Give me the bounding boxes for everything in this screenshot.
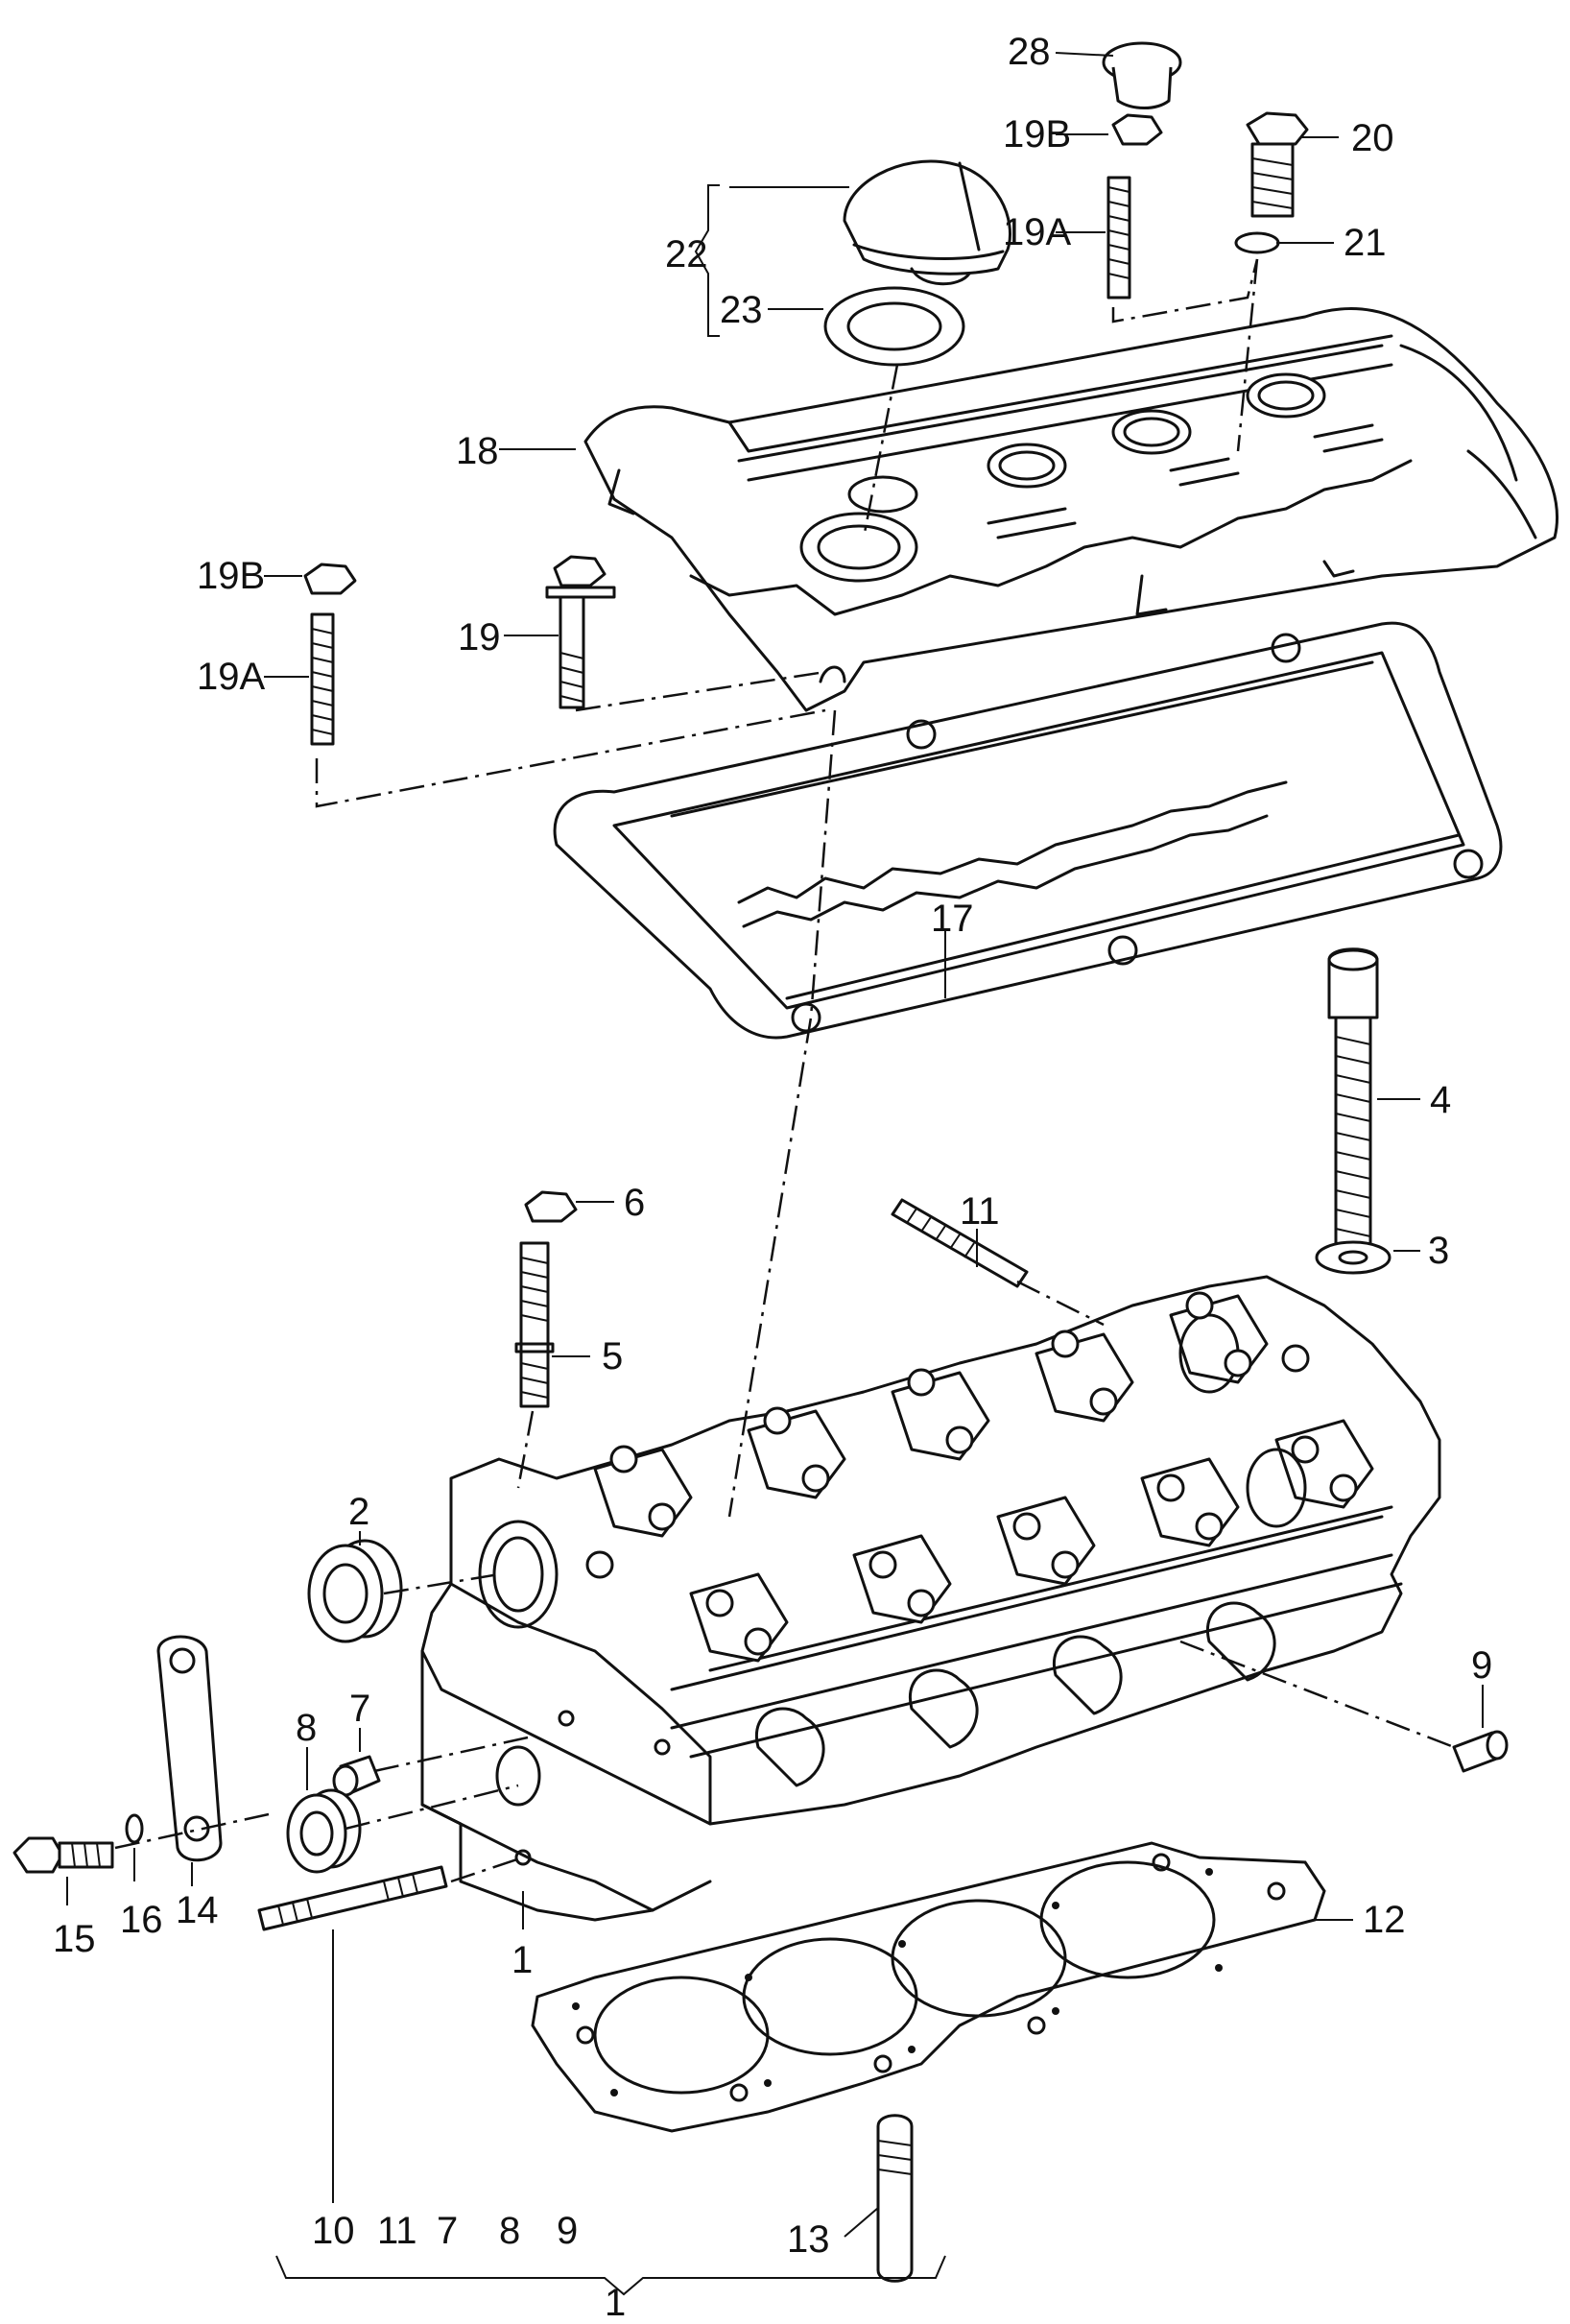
label-12: 12: [1363, 1899, 1406, 1941]
label-9: 9: [1471, 1644, 1492, 1687]
cylinder-head-cover: [583, 307, 1558, 712]
nut-19b-top: [1111, 113, 1163, 146]
cylinder-head: [420, 1275, 1441, 1922]
label-20: 20: [1351, 117, 1394, 159]
seal-8: [286, 1788, 362, 1874]
label-9-group: 9: [557, 2210, 578, 2252]
cover-gasket: [553, 621, 1503, 1040]
plug-7: [332, 1755, 381, 1797]
guide-13: [876, 2114, 914, 2283]
plug: [1102, 41, 1182, 109]
label-11-group: 11: [377, 2210, 417, 2252]
stud-19a-left: [310, 612, 335, 746]
nut-6: [524, 1190, 578, 1223]
assembly-lines: [114, 258, 1455, 1883]
label-7: 7: [349, 1688, 370, 1730]
washer-21: [1234, 231, 1280, 254]
label-8-group: 8: [499, 2210, 520, 2252]
label-19: 19: [458, 616, 501, 659]
label-19a-left: 19A: [197, 656, 265, 698]
plug-9: [1452, 1730, 1509, 1773]
label-13: 13: [787, 2218, 830, 2261]
label-14: 14: [176, 1889, 219, 1931]
stud-19a-top: [1106, 176, 1131, 299]
label-6: 6: [624, 1182, 645, 1224]
stud-10: [257, 1865, 448, 1931]
label-21: 21: [1344, 222, 1387, 264]
label-5: 5: [602, 1335, 623, 1378]
label-8: 8: [296, 1707, 317, 1749]
label-18: 18: [456, 430, 499, 472]
bolt-20: [1246, 111, 1309, 218]
label-19a-top: 19A: [1003, 211, 1071, 253]
washer-16: [125, 1813, 144, 1844]
label-4: 4: [1430, 1079, 1451, 1121]
label-22: 22: [665, 233, 708, 276]
stud-5: [514, 1241, 555, 1408]
label-16: 16: [120, 1899, 163, 1941]
label-7-group: 7: [437, 2210, 458, 2252]
bolt-19: [545, 555, 616, 709]
label-3: 3: [1428, 1230, 1449, 1272]
label-23: 23: [720, 289, 763, 331]
label-15: 15: [53, 1918, 96, 1960]
label-19b-top: 19B: [1003, 113, 1071, 156]
oil-seal-2: [307, 1539, 403, 1643]
part-labels: 28 19B 19A 20 21 22 23 18 19B 19 19A 17 …: [53, 31, 1492, 2324]
nut-19b-left: [303, 563, 357, 595]
bolt-15: [12, 1836, 114, 1874]
label-2: 2: [348, 1491, 369, 1533]
oil-filler-cap: [843, 159, 1011, 286]
washer-3: [1315, 1240, 1392, 1275]
head-gasket: [531, 1841, 1326, 2133]
label-1-mid: 1: [511, 1939, 533, 1981]
label-11: 11: [960, 1190, 1000, 1233]
label-10-group: 10: [312, 2210, 355, 2252]
leader-lines: [66, 52, 1484, 2296]
stud-11: [891, 1198, 1029, 1288]
label-17: 17: [931, 898, 974, 940]
bracket-14: [156, 1635, 223, 1862]
filler-cap-seal: [823, 286, 965, 367]
head-bolt: [1327, 947, 1379, 1250]
cap-nuts: [585, 1291, 1358, 1656]
label-1-bottom: 1: [605, 2282, 626, 2319]
label-19b-left: 19B: [197, 555, 265, 597]
label-28: 28: [1008, 31, 1051, 73]
